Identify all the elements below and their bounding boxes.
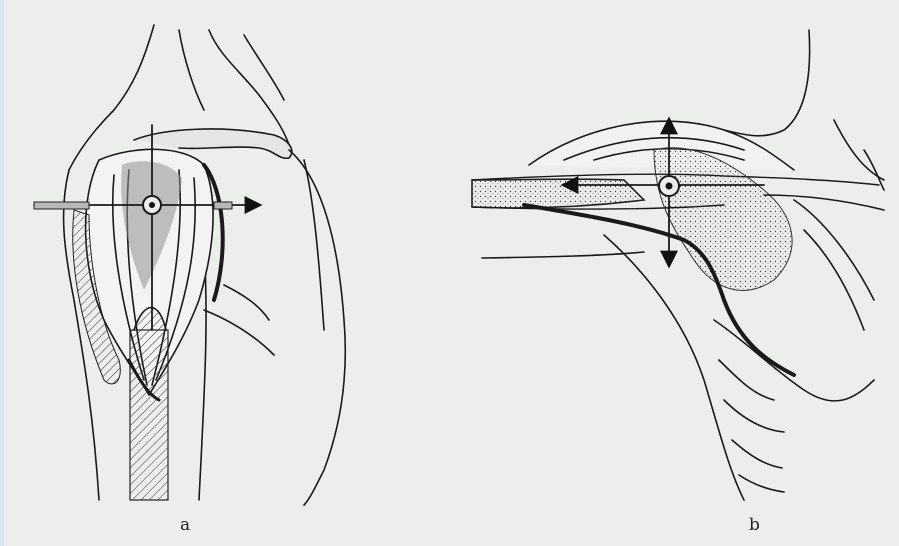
anatomical-illustrations xyxy=(4,0,899,546)
figure-label-b: b xyxy=(749,515,760,535)
figure-a-drawing xyxy=(34,25,345,505)
figure-label-a: a xyxy=(180,515,190,535)
figure-b-drawing xyxy=(472,30,884,500)
